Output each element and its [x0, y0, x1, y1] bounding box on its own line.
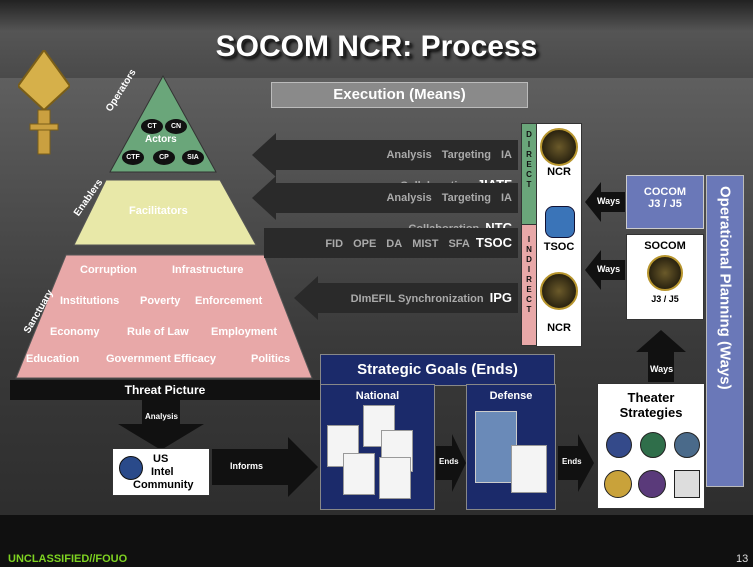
actor-oval-cp: CP	[153, 150, 175, 165]
ncr-label: NCR	[547, 166, 571, 178]
sanctuary-item: Politics	[251, 353, 291, 365]
row-end-label: IPG	[489, 290, 512, 305]
pyramid	[10, 70, 320, 410]
sanctuary-item: Enforcement	[195, 295, 263, 307]
national-panel: National	[320, 384, 435, 510]
national-label: National	[355, 390, 400, 402]
row-item: SFA	[448, 238, 470, 250]
cocom-line2: J3 / J5	[648, 198, 682, 210]
execution-row-tsoc: FID OPE DA MIST SFA TSOC	[264, 225, 518, 261]
cocom-box: COCOM J3 / J5	[626, 175, 704, 229]
intel-seal-icon	[119, 456, 143, 480]
sanctuary-item: Economy	[50, 326, 100, 338]
command-seal-icon	[638, 470, 666, 498]
row-item: DImEFIL Synchronization	[350, 293, 484, 305]
us-intel-line1: US	[153, 453, 169, 465]
row-item: Targeting	[441, 192, 491, 204]
sanctuary-item: Poverty	[140, 295, 181, 307]
row-item: Analysis	[386, 192, 432, 204]
us-intel-line2: Intel	[151, 466, 174, 478]
sanctuary-item: Infrastructure	[172, 264, 244, 276]
ways-up-arrow: Ways	[636, 330, 686, 382]
facilitators-label: Facilitators	[129, 205, 188, 217]
execution-row-ipg: DImEFIL Synchronization IPG	[294, 276, 518, 320]
strategy-document-icon	[343, 453, 375, 495]
command-seal-icon	[604, 470, 632, 498]
ends-arrow: Ends	[436, 434, 466, 492]
strategic-goals-header: Strategic Goals (Ends)	[320, 354, 555, 386]
command-seal-icon	[606, 432, 632, 458]
socom-line1: SOCOM	[644, 240, 686, 252]
socom-box: SOCOM J3 / J5	[626, 234, 704, 320]
row-item: OPE	[353, 238, 377, 250]
tsoc-label: TSOC	[543, 241, 575, 253]
operational-planning-label: Operational Planning (Ways)	[716, 186, 734, 390]
page-title: SOCOM NCR: Process	[215, 30, 538, 63]
defense-document-icon	[511, 445, 547, 493]
socom-emblem-icon	[647, 255, 683, 291]
actors-label: Actors	[145, 134, 177, 145]
row-item: Targeting	[441, 149, 491, 161]
row-end-label: TSOC	[475, 235, 512, 250]
row-item: DA	[386, 238, 403, 250]
socom-line2: J3 / J5	[651, 294, 679, 304]
theater-strategies-box: Theater Strategies	[597, 383, 705, 509]
sanctuary-item: Government Efficacy	[106, 353, 217, 365]
operational-planning-band: Operational Planning (Ways)	[706, 175, 744, 487]
ends-arrow: Ends	[558, 434, 594, 492]
theater-line1: Theater	[627, 390, 675, 405]
cocom-line1: COCOM	[643, 186, 687, 198]
footer-band	[0, 515, 753, 567]
defense-document-icon	[475, 411, 517, 483]
ncr-emblem-icon	[540, 128, 578, 166]
page-number: 13	[736, 553, 749, 565]
command-seal-icon	[674, 470, 700, 498]
ways-arrow-socom: Ways	[585, 248, 625, 292]
us-intel-line3: Community	[133, 479, 194, 491]
theater-line2: Strategies	[619, 405, 683, 420]
actor-oval-ct: CT	[141, 119, 163, 134]
socom-spearhead-logo	[16, 48, 72, 160]
ncr-emblem-icon	[540, 272, 578, 310]
actor-oval-sia: SIA	[182, 150, 204, 165]
actor-oval-ctf: CTF	[122, 150, 144, 165]
threat-picture-label: Threat Picture	[124, 383, 206, 397]
direct-bar: DIRECT	[521, 123, 537, 225]
ncr-tsoc-column: NCR TSOC NCR	[536, 123, 582, 347]
analysis-down-arrow: Analysis	[118, 400, 204, 450]
execution-header: Execution (Means)	[271, 82, 528, 108]
informs-arrow: Informs	[212, 437, 318, 497]
tsoc-emblem-icon	[545, 206, 575, 238]
sanctuary-item: Institutions	[60, 295, 120, 307]
sanctuary-item: Employment	[211, 326, 278, 338]
defense-panel: Defense	[466, 384, 556, 510]
command-seal-icon	[674, 432, 700, 458]
strategic-goals-label: Strategic Goals (Ends)	[357, 361, 518, 378]
classification-marking: UNCLASSIFIED//FOUO	[8, 553, 128, 565]
us-intel-community-box: US Intel Community	[112, 448, 210, 496]
direct-label: DIRECT	[524, 130, 534, 190]
indirect-bar: INDIRECT	[521, 224, 537, 346]
indirect-label: INDIRECT	[524, 235, 534, 315]
sanctuary-item: Education	[26, 353, 80, 365]
row-item: MIST	[412, 238, 439, 250]
row-item: Analysis	[386, 149, 432, 161]
defense-label: Defense	[489, 390, 533, 402]
sanctuary-item: Corruption	[80, 264, 137, 276]
header-band	[0, 0, 753, 78]
strategy-document-icon	[379, 457, 411, 499]
sanctuary-item: Rule of Law	[127, 326, 189, 338]
ways-arrow-cocom: Ways	[585, 180, 625, 224]
row-item: FID	[325, 238, 344, 250]
command-seal-icon	[640, 432, 666, 458]
actor-oval-cn: CN	[165, 119, 187, 134]
ncr-label: NCR	[547, 322, 571, 334]
